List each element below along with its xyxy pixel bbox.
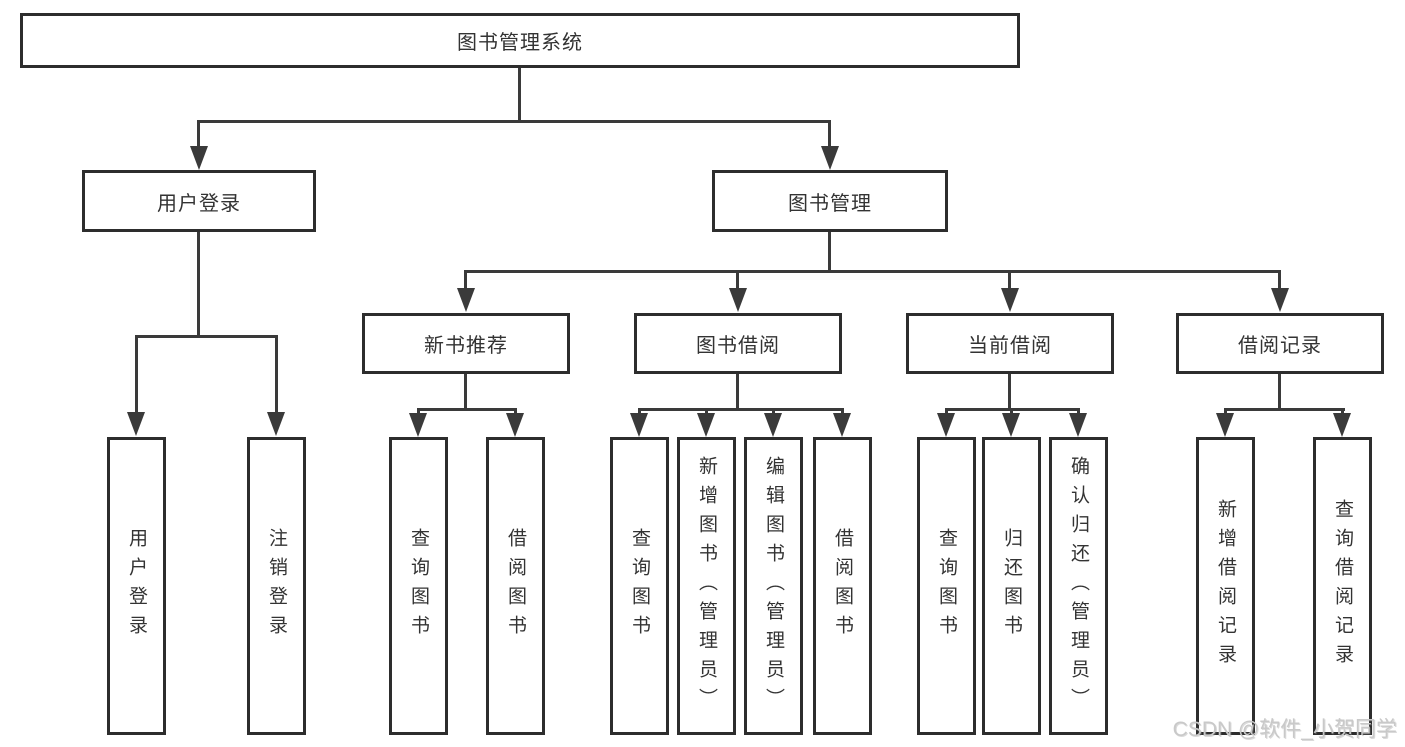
connector-segment <box>1278 270 1281 289</box>
node-label: 新书推荐 <box>424 335 508 357</box>
connector-segment <box>135 335 278 338</box>
node-label: 新增借阅记录 <box>1215 499 1236 673</box>
connector-segment <box>1077 408 1080 415</box>
connector-segment <box>464 270 1281 273</box>
node-label: 借阅图书 <box>832 528 853 644</box>
node-label: 当前借阅 <box>968 335 1052 357</box>
node-label: 图书管理 <box>788 192 872 215</box>
arrow-down-icon <box>1001 288 1019 312</box>
node-leaf-borrow-books: 借阅图书 <box>813 437 872 735</box>
node-leaf-user-login: 用户登录 <box>107 437 166 735</box>
connector-segment <box>135 335 138 413</box>
node-label: 用户登录 <box>126 528 147 644</box>
node-book-management: 图书管理 <box>712 170 948 232</box>
node-label: 图书借阅 <box>696 335 780 357</box>
connector-segment <box>736 374 739 408</box>
connector-segment <box>736 270 739 289</box>
connector-segment <box>275 335 278 413</box>
connector-segment <box>841 408 844 415</box>
node-leaf-add-borrow-record: 新增借阅记录 <box>1196 437 1255 735</box>
connector-segment <box>1010 408 1013 415</box>
arrow-down-icon <box>729 288 747 312</box>
arrow-down-icon <box>1069 413 1087 437</box>
csdn-watermark: CSDN @软件_小贺同学 <box>1172 718 1397 741</box>
node-leaf-query-borrow-record: 查询借阅记录 <box>1313 437 1372 735</box>
connector-segment <box>518 68 521 120</box>
node-label: 图书管理系统 <box>457 32 583 54</box>
connector-segment <box>1008 270 1011 289</box>
node-label: 借阅图书 <box>505 528 526 644</box>
connector-segment <box>1278 374 1281 408</box>
node-label: 查询图书 <box>629 528 650 644</box>
arrow-down-icon <box>630 413 648 437</box>
arrow-down-icon <box>127 412 145 436</box>
arrow-down-icon <box>1216 413 1234 437</box>
node-label: 借阅记录 <box>1238 335 1322 357</box>
arrow-down-icon <box>409 413 427 437</box>
arrow-down-icon <box>937 413 955 437</box>
connector-segment <box>1224 408 1227 415</box>
connector-segment <box>464 374 467 408</box>
node-leaf-return-books: 归还图书 <box>982 437 1041 735</box>
connector-segment <box>417 408 420 415</box>
connector-segment <box>197 120 831 123</box>
connector-segment <box>417 408 517 411</box>
arrow-down-icon <box>457 288 475 312</box>
node-label: 用户登录 <box>157 192 241 215</box>
arrow-down-icon <box>1002 413 1020 437</box>
node-label: 编辑图书（管理员） <box>763 455 784 717</box>
node-label: 注销登录 <box>266 528 287 644</box>
connector-segment <box>197 232 200 335</box>
node-label: 查询借阅记录 <box>1332 499 1353 673</box>
node-label: 新增图书（管理员） <box>696 455 717 717</box>
connector-segment <box>638 408 844 411</box>
connector-segment <box>638 408 641 415</box>
node-user-login: 用户登录 <box>82 170 316 232</box>
node-library-management-system: 图书管理系统 <box>20 13 1020 68</box>
arrow-down-icon <box>833 413 851 437</box>
node-new-book-recommend: 新书推荐 <box>362 313 570 374</box>
connector-segment <box>828 120 831 148</box>
node-leaf-query-books-borrowing: 查询图书 <box>610 437 669 735</box>
node-current-borrowing: 当前借阅 <box>906 313 1114 374</box>
connector-segment <box>1341 408 1344 415</box>
node-book-borrowing: 图书借阅 <box>634 313 842 374</box>
arrow-down-icon <box>697 413 715 437</box>
connector-segment <box>828 232 831 270</box>
node-label: 确认归还（管理员） <box>1068 455 1089 717</box>
connector-segment <box>945 408 948 415</box>
node-leaf-edit-books-admin: 编辑图书（管理员） <box>744 437 803 735</box>
connector-segment <box>1008 374 1011 408</box>
node-leaf-query-books-current: 查询图书 <box>917 437 976 735</box>
node-leaf-confirm-return-admin: 确认归还（管理员） <box>1049 437 1108 735</box>
arrow-down-icon <box>267 412 285 436</box>
arrow-down-icon <box>764 413 782 437</box>
node-leaf-query-books-recommend: 查询图书 <box>389 437 448 735</box>
connector-segment <box>514 408 517 415</box>
connector-segment <box>772 408 775 415</box>
connector-segment <box>1224 408 1345 411</box>
node-leaf-add-books-admin: 新增图书（管理员） <box>677 437 736 735</box>
node-leaf-borrow-books-recommend: 借阅图书 <box>486 437 545 735</box>
arrow-down-icon <box>506 413 524 437</box>
connector-segment <box>197 120 200 148</box>
connector-segment <box>464 270 467 289</box>
arrow-down-icon <box>1271 288 1289 312</box>
node-leaf-logout: 注销登录 <box>247 437 306 735</box>
node-label: 查询图书 <box>936 528 957 644</box>
node-label: 查询图书 <box>408 528 429 644</box>
node-label: 归还图书 <box>1001 528 1022 644</box>
arrow-down-icon <box>190 146 208 170</box>
node-borrow-records: 借阅记录 <box>1176 313 1384 374</box>
connector-segment <box>705 408 708 415</box>
arrow-down-icon <box>821 146 839 170</box>
arrow-down-icon <box>1333 413 1351 437</box>
